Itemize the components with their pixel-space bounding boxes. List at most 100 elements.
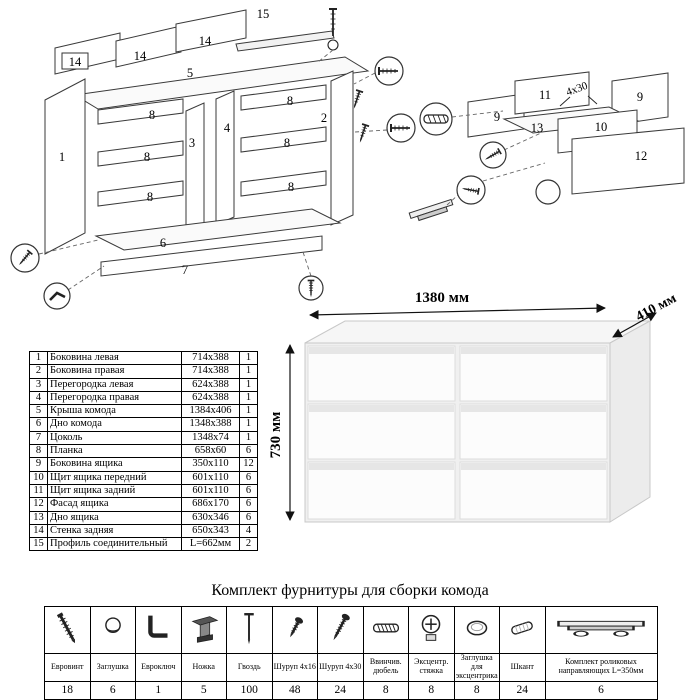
partition-left-3 xyxy=(185,102,205,238)
part-qty: 6 xyxy=(239,483,258,499)
part-number: 5 xyxy=(29,404,48,419)
dresser-body xyxy=(304,320,651,523)
cap-icon xyxy=(94,609,132,647)
plank-8-r2 xyxy=(240,126,327,153)
leg-icon xyxy=(185,609,223,647)
depth-dimension-label: 410 мм xyxy=(634,291,680,325)
part-number: 11 xyxy=(29,483,48,499)
part-qty: 1 xyxy=(239,364,258,379)
drawer-rail-part xyxy=(408,198,454,222)
part-name: Дно ящика xyxy=(47,510,182,525)
label-part-8: 8 xyxy=(149,108,155,122)
part-number: 3 xyxy=(29,377,48,392)
top-panel-5 xyxy=(73,56,370,110)
part-name: Цоколь xyxy=(47,430,182,446)
bottom-panel-6 xyxy=(94,208,342,251)
part-number: 6 xyxy=(29,417,48,432)
part-qty: 1 xyxy=(239,417,258,432)
depth-dimension-arrow xyxy=(612,312,657,338)
part-name: Боковина ящика xyxy=(47,457,182,472)
plank-8-l2 xyxy=(97,140,184,167)
part-name: Щит ящика задний xyxy=(47,483,182,499)
cam-lock-icon xyxy=(412,609,450,647)
hardware-qty: 5 xyxy=(180,680,227,700)
part-name: Крыша комода xyxy=(47,404,182,419)
label-part-11: 11 xyxy=(539,88,551,102)
hardware-icon-cell xyxy=(226,606,273,654)
label-part-9: 9 xyxy=(637,90,643,104)
exploded-diagram: 15 14 14 14 5 1 3 4 2 8 8 8 8 8 8 6 7 11… xyxy=(10,7,685,310)
hardware-qty: 8 xyxy=(408,680,455,700)
dowel-screw-icon xyxy=(367,609,405,647)
top-screw xyxy=(327,8,339,51)
hardware-icon-cell xyxy=(135,606,182,654)
hardware-qty: 6 xyxy=(544,680,658,700)
label-part-8: 8 xyxy=(287,94,293,108)
cabinet-panels xyxy=(44,9,370,277)
screw-icon xyxy=(390,124,410,132)
hardware-icon-cell xyxy=(317,606,364,654)
width-dimension-label: 1380 мм xyxy=(415,290,469,306)
hardware-qty: 1 xyxy=(135,680,182,700)
hardware-name: Шкант xyxy=(499,653,546,682)
part-qty: 2 xyxy=(239,537,258,552)
cam-cap-icon xyxy=(458,609,496,647)
part-name: Перегородка правая xyxy=(47,390,182,406)
hardware-name: Шуруп 4x30 xyxy=(317,653,364,682)
hardware-icon-cell xyxy=(89,606,136,654)
part-qty: 6 xyxy=(239,470,258,485)
part-size: 624x388 xyxy=(181,390,240,406)
part-name: Боковина правая xyxy=(47,364,182,379)
label-part-15: 15 xyxy=(257,7,270,21)
plinth-7 xyxy=(100,235,323,277)
hardware-name: Евровинт xyxy=(44,653,91,682)
hardware-qty: 24 xyxy=(499,680,546,700)
part-number: 4 xyxy=(29,390,48,406)
side-panel-right-2 xyxy=(330,70,354,226)
hardware-qty: 6 xyxy=(89,680,136,700)
part-name: Перегородка левая xyxy=(47,377,182,392)
label-part-12: 12 xyxy=(635,149,648,163)
hardware-name: Эксцентр. стяжка xyxy=(408,653,455,682)
hardware-icon-cell xyxy=(544,606,658,654)
part-qty: 6 xyxy=(239,444,258,459)
part-size: L=662мм xyxy=(181,537,240,552)
label-part-6: 6 xyxy=(160,236,166,250)
label-part-13: 13 xyxy=(531,121,544,135)
part-qty: 1 xyxy=(239,377,258,392)
screw-note-arrows xyxy=(559,95,598,107)
callout-circle xyxy=(535,179,561,205)
drawer-handles xyxy=(309,347,606,470)
screw-small-icon xyxy=(276,609,314,647)
wooden-dowel-icon xyxy=(503,609,541,647)
hardware-name: Комплект роликовых направляющих L=350мм xyxy=(544,653,658,682)
part-number: 1 xyxy=(29,350,48,366)
label-part-8: 8 xyxy=(284,136,290,150)
plank-8-l1 xyxy=(97,98,184,125)
back-panel-14c xyxy=(175,9,247,53)
confirmat-screw-icon xyxy=(48,609,86,647)
dowel-screw-icon xyxy=(423,114,449,124)
label-part-8: 8 xyxy=(144,150,150,164)
part-name: Фасад ящика xyxy=(47,497,182,512)
part-name: Профиль соединительный xyxy=(47,537,182,552)
label-part-2: 2 xyxy=(321,111,327,125)
hardware-name: Заглушка для эксцентрика xyxy=(453,653,500,682)
part-number: 7 xyxy=(29,430,48,446)
hardware-kit-title: Комплект фурнитуры для сборки комода xyxy=(211,582,489,599)
hardware-qty: 8 xyxy=(453,680,500,700)
label-box xyxy=(61,52,89,70)
hardware-qty: 24 xyxy=(317,680,364,700)
part-number: 9 xyxy=(29,457,48,472)
part-size: 714x388 xyxy=(181,364,240,379)
part-size: 350x110 xyxy=(181,457,240,472)
